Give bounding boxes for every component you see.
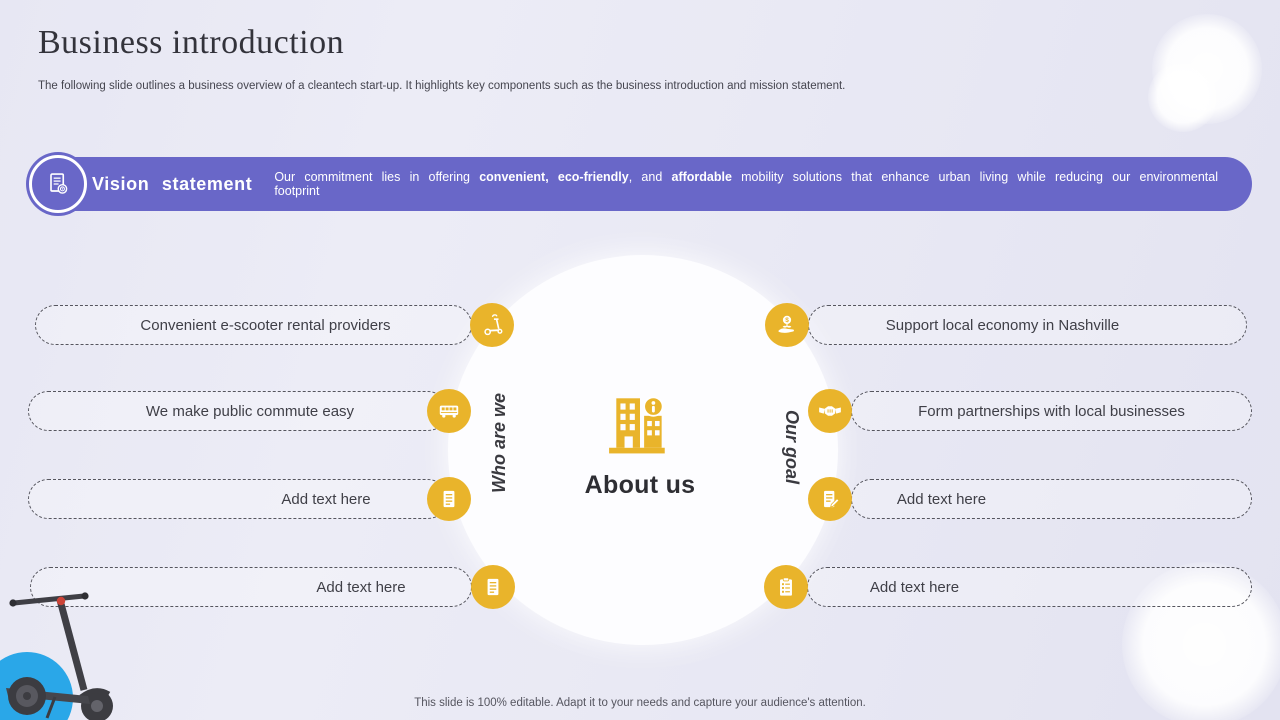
- left-group-heading: Who are we: [489, 392, 509, 494]
- document-icon[interactable]: [471, 565, 515, 609]
- pill-add-text-right-3[interactable]: Add text here: [851, 479, 1252, 519]
- pill-label[interactable]: Support local economy in Nashville: [885, 316, 1120, 334]
- vision-statement-banner: Vision statement Our commitment lies in …: [28, 155, 1252, 213]
- pill-public-commute[interactable]: We make public commute easy: [28, 391, 448, 431]
- pill-add-text-right-4[interactable]: Add text here: [807, 567, 1252, 607]
- pill-label[interactable]: Add text here: [281, 490, 371, 508]
- bokeh-circle: [1152, 14, 1262, 124]
- pill-label[interactable]: Add text here: [869, 578, 960, 596]
- pill-label[interactable]: Convenient e-scooter rental providers: [140, 316, 391, 334]
- page-title: Business introduction: [38, 24, 345, 61]
- bokeh-circle: [1148, 62, 1218, 132]
- pill-label[interactable]: Form partnerships with local businesses: [918, 402, 1185, 420]
- buildings-info-icon: [597, 396, 683, 460]
- pill-support-local-economy[interactable]: Support local economy in Nashville: [808, 305, 1247, 345]
- document-icon[interactable]: [427, 477, 471, 521]
- pill-label[interactable]: Add text here: [896, 490, 987, 508]
- pill-convenient-escooter[interactable]: Convenient e-scooter rental providers: [35, 305, 472, 345]
- clipboard-icon[interactable]: [764, 565, 808, 609]
- right-group-heading: Our goal: [782, 409, 802, 484]
- footer-note: This slide is 100% editable. Adapt it to…: [414, 697, 866, 709]
- pill-form-partnerships[interactable]: Form partnerships with local businesses: [851, 391, 1252, 431]
- bus-icon[interactable]: [427, 389, 471, 433]
- handshake-icon[interactable]: [808, 389, 852, 433]
- e-scooter-photo: [0, 560, 130, 720]
- about-us-block: About us: [540, 388, 740, 500]
- document-pen-icon[interactable]: [808, 477, 852, 521]
- pill-add-text-left-3[interactable]: Add text here: [28, 479, 448, 519]
- banner-body-text: Our commitment lies in offering convenie…: [274, 170, 1219, 198]
- e-scooter-icon[interactable]: [470, 303, 514, 347]
- document-gear-icon: [29, 155, 87, 213]
- hand-dollar-icon[interactable]: $: [765, 303, 809, 347]
- pill-add-text-left-4[interactable]: Add text here: [30, 567, 472, 607]
- about-us-label: About us: [584, 471, 696, 499]
- pill-label[interactable]: We make public commute easy: [145, 402, 355, 420]
- banner-title: Vision statement: [92, 173, 253, 194]
- page-subtitle: The following slide outlines a business …: [38, 80, 846, 92]
- pill-label[interactable]: Add text here: [316, 578, 406, 596]
- svg-text:$: $: [785, 317, 789, 324]
